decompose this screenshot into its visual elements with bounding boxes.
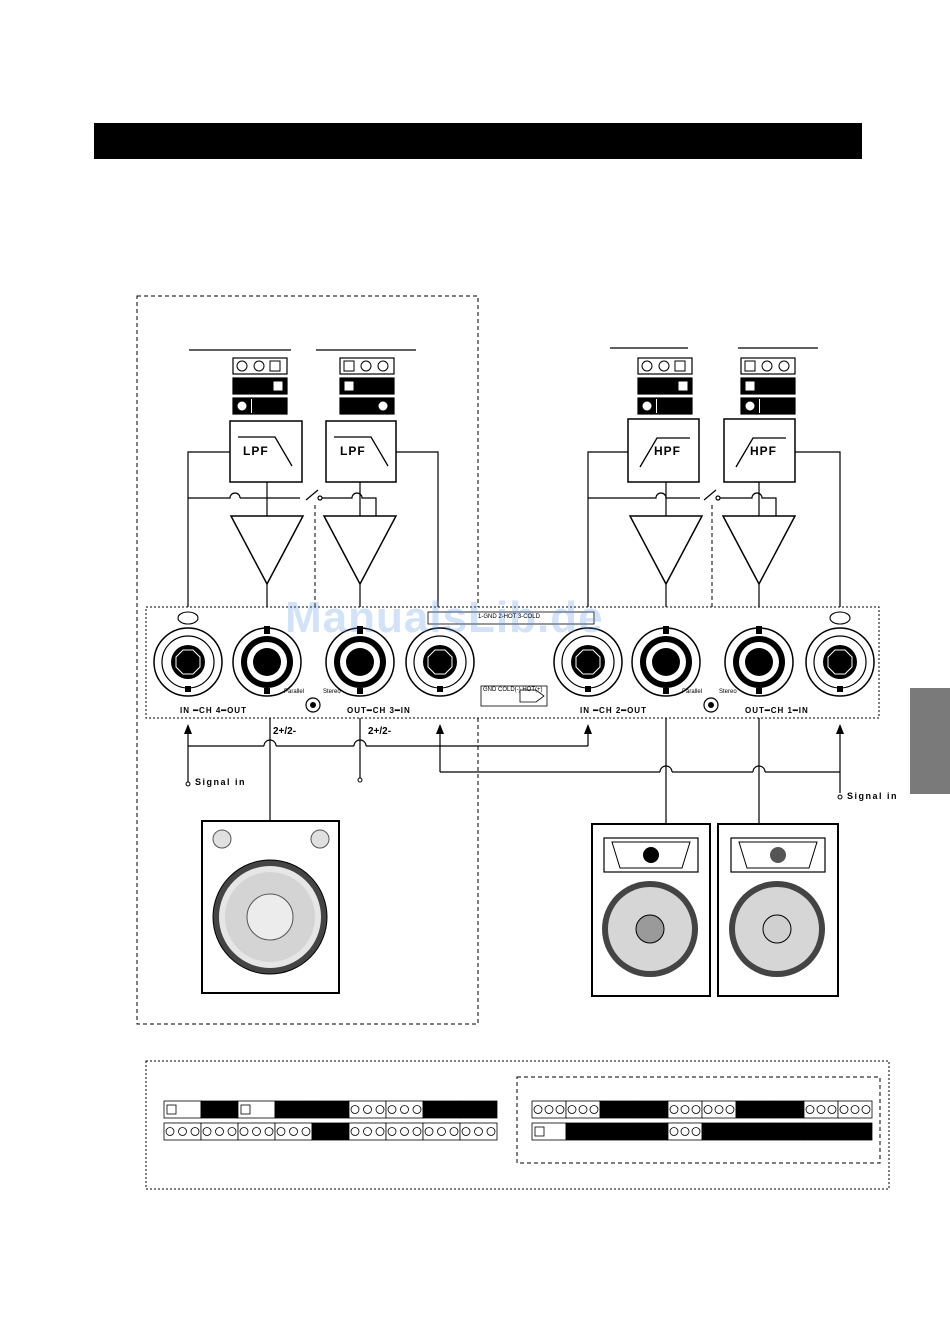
signal-in-label-left: Signal in xyxy=(195,777,246,787)
amp-ch4 xyxy=(231,516,303,584)
channel-label-ch3: OUT━CH 3━IN xyxy=(347,706,411,715)
amp-ch2 xyxy=(630,516,702,584)
filter-label-hpf-ch1: HPF xyxy=(750,444,777,458)
parallel-label-left: Parallel xyxy=(284,689,304,695)
subwoofer-cabinet xyxy=(202,821,339,993)
filter-label-lpf-ch4: LPF xyxy=(243,444,269,458)
channel-label-ch1: OUT━CH 1━IN xyxy=(745,706,809,715)
parallel-label-right: Parallel xyxy=(682,689,702,695)
bridge-label-right: 2+/2- xyxy=(368,726,391,737)
jumper-block-ch4 xyxy=(233,358,287,414)
bridge-label-left: 2+/2- xyxy=(273,726,296,737)
signal-in-terminal-left xyxy=(186,782,190,786)
xlr-in-ch1 xyxy=(806,628,874,696)
jumper-legend-right xyxy=(532,1101,872,1140)
amp-ch1 xyxy=(723,516,795,584)
stereo-label-right: Stereo xyxy=(719,689,737,695)
pinout-label-text: GND COLD(-) HOT(+) xyxy=(483,687,543,693)
signal-in-label-right: Signal in xyxy=(847,791,898,801)
filter-curves xyxy=(238,437,786,467)
heading-rules xyxy=(189,348,818,350)
xlr-in-ch4 xyxy=(154,628,222,696)
stereo-label-left: Stereo xyxy=(323,689,341,695)
jumper-block-ch2 xyxy=(638,358,692,414)
jumper-legend-left xyxy=(164,1101,497,1140)
filter-label-hpf-ch2: HPF xyxy=(654,444,681,458)
jumper-block-ch3 xyxy=(340,358,394,414)
full-range-cabinet-ch1 xyxy=(718,824,838,996)
amp-ch3 xyxy=(324,516,396,584)
watermark: ManualsLib.de xyxy=(285,593,604,643)
signal-in-terminal-right xyxy=(838,795,842,799)
mode-switch-b xyxy=(704,698,718,712)
panel-label-text: 1-GND 2-HOT 3-COLD xyxy=(478,614,540,620)
jumper-block-ch1 xyxy=(741,358,795,414)
channel-label-ch2: IN ━CH 2━OUT xyxy=(580,706,647,715)
terminal-mid xyxy=(358,778,362,782)
section-title-bar xyxy=(94,123,862,159)
mode-switch-a xyxy=(306,698,320,712)
full-range-cabinet-ch2 xyxy=(592,824,710,996)
section-tab xyxy=(910,688,950,794)
filter-label-lpf-ch3: LPF xyxy=(340,444,366,458)
channel-label-ch4: IN ━CH 4━OUT xyxy=(180,706,247,715)
jumper-legend-inner-border xyxy=(517,1077,880,1163)
